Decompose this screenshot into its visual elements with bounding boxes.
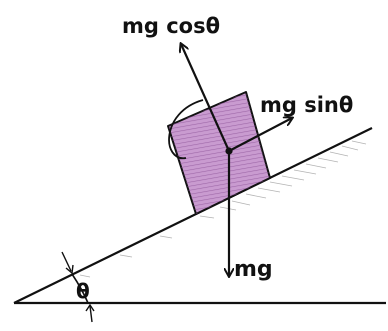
parallel-component-arrow — [228, 118, 292, 152]
angle-label: θ — [76, 279, 90, 303]
parallel-component-label: mg sinθ — [260, 93, 353, 117]
center-of-mass — [225, 147, 233, 155]
block-texture — [168, 92, 270, 214]
incline-surface — [13, 127, 373, 304]
incline-shading — [79, 140, 367, 278]
angle-arc-incline — [71, 273, 89, 304]
angle-pointer-top-tip — [65, 264, 74, 275]
angle-pointer-bottom-tip — [85, 303, 95, 312]
angle-pointer-top — [61, 251, 72, 272]
weight-label: mg — [234, 257, 273, 282]
angle-pointer-bottom — [89, 305, 93, 323]
normal-component-arrow — [181, 44, 231, 152]
angle-arc-vectors — [168, 99, 204, 159]
normal-component-label: mg cosθ — [122, 14, 220, 38]
